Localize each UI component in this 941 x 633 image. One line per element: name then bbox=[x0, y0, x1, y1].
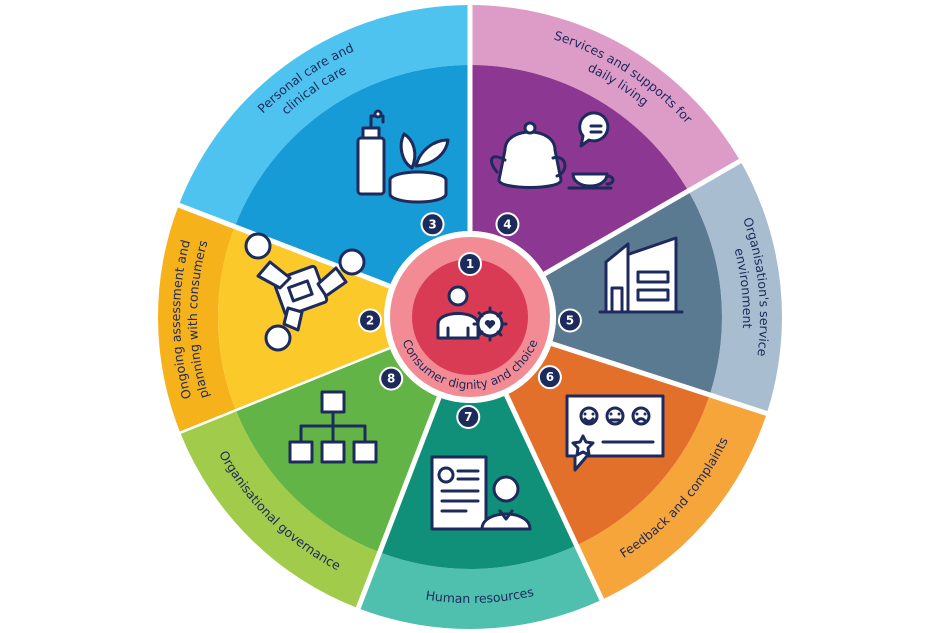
segment-divider bbox=[551, 341, 770, 417]
segment-3-outer-band bbox=[178, 5, 470, 227]
svg-text:1: 1 bbox=[466, 257, 474, 271]
segment-divider bbox=[543, 157, 744, 277]
segment-divider bbox=[355, 396, 442, 612]
person-gear-icon bbox=[436, 285, 508, 342]
segment-8-outer-band bbox=[180, 411, 380, 609]
number-badge-3: 3 bbox=[420, 212, 445, 237]
segment-divider bbox=[504, 393, 605, 603]
number-badge-text: 2 bbox=[366, 313, 374, 327]
number-badge-2: 2 bbox=[358, 308, 383, 333]
number-badge-7: 7 bbox=[456, 404, 481, 429]
number-badge-6: 6 bbox=[537, 365, 562, 390]
icons-layer bbox=[244, 109, 684, 531]
segment-6-outer-band bbox=[576, 394, 767, 600]
number-badge-8: 8 bbox=[379, 366, 404, 391]
center-hub: Consumer dignity and choice 1 bbox=[384, 231, 556, 403]
org-chart-icon bbox=[288, 390, 378, 464]
number-badge-text: 5 bbox=[566, 313, 574, 327]
segment-3-inner-band bbox=[234, 65, 470, 287]
segment-2-outer-band bbox=[158, 205, 237, 434]
building-icon bbox=[598, 236, 684, 314]
number-badge-1: 1 bbox=[458, 252, 482, 276]
segment-7-outer-band bbox=[358, 545, 602, 629]
number-badge-4: 4 bbox=[495, 212, 520, 237]
number-badge-text: 4 bbox=[503, 217, 511, 231]
care-products-icon bbox=[356, 109, 450, 204]
badges-layer: 2 3 4 5 6 7 8 bbox=[358, 212, 582, 429]
segment-4-outer-band bbox=[470, 5, 753, 211]
feedback-icon bbox=[565, 394, 665, 472]
resume-icon bbox=[430, 455, 532, 531]
number-badge-text: 8 bbox=[387, 372, 395, 386]
number-badge-text: 6 bbox=[546, 370, 554, 384]
teapot-icon bbox=[489, 111, 615, 190]
segment-5-outer-band bbox=[688, 161, 782, 414]
number-badge-5: 5 bbox=[557, 308, 582, 333]
number-badge-text: 3 bbox=[428, 217, 436, 231]
team-table-icon bbox=[244, 232, 366, 352]
number-badge-text: 7 bbox=[464, 410, 472, 424]
